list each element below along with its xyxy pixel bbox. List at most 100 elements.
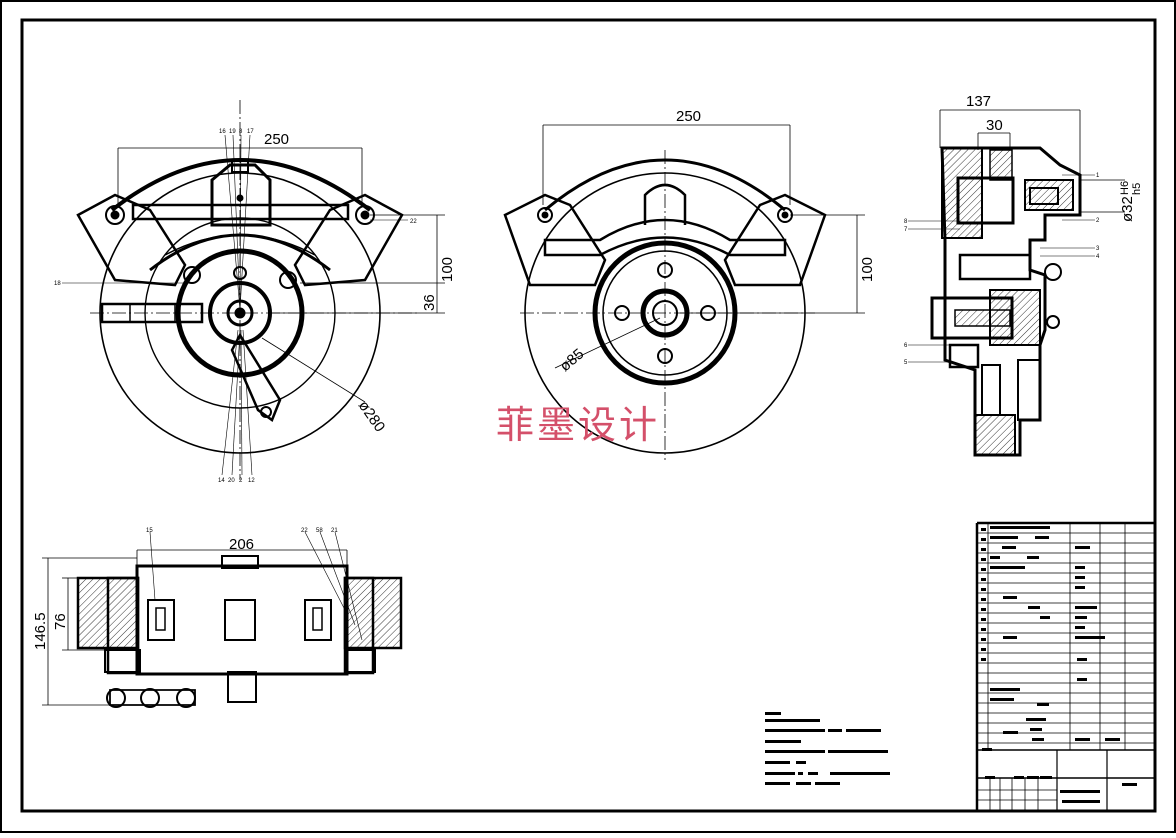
illegible-text	[1003, 636, 1017, 639]
rear-view	[503, 124, 865, 460]
illegible-text	[981, 588, 986, 591]
part-label: 6	[904, 343, 908, 349]
illegible-text	[990, 536, 1018, 539]
front-top-labels: 16 19 8 17	[219, 129, 254, 135]
illegible-text	[1075, 586, 1085, 589]
part-label: 2	[239, 478, 243, 484]
illegible-text	[990, 526, 1050, 529]
section-view	[908, 109, 1125, 457]
illegible-text	[1105, 738, 1120, 741]
part-label-left: 18	[54, 281, 61, 287]
illegible-text	[982, 748, 992, 751]
part-label: 16	[219, 129, 226, 135]
part-label: 21	[331, 528, 338, 534]
front-height-dim: 100	[439, 257, 456, 282]
illegible-text	[1077, 678, 1087, 681]
illegible-text	[981, 618, 986, 621]
illegible-text	[1075, 606, 1097, 609]
part-label: 4	[1096, 254, 1100, 260]
part-label: 17	[247, 129, 254, 135]
section-fit-dim: ø32	[1119, 196, 1136, 222]
part-label: 8	[239, 129, 243, 135]
section-inner-dim: 30	[986, 117, 1003, 134]
illegible-text	[990, 556, 1000, 559]
part-label: 2	[1096, 218, 1100, 224]
front-view	[62, 100, 445, 480]
illegible-text	[981, 638, 986, 641]
part-label: 19	[229, 129, 236, 135]
part-label: 1	[1096, 173, 1100, 179]
illegible-text	[1027, 556, 1039, 559]
illegible-text	[1002, 546, 1016, 549]
part-label: 5	[904, 360, 908, 366]
illegible-text	[981, 648, 986, 651]
illegible-text	[1032, 738, 1044, 741]
illegible-text	[985, 776, 995, 779]
illegible-text	[1027, 776, 1039, 779]
illegible-text	[1040, 776, 1052, 779]
illegible-text	[1075, 636, 1105, 639]
illegible-text	[981, 658, 986, 661]
part-label-right: 22	[410, 219, 417, 225]
illegible-text	[981, 598, 986, 601]
front-diameter-dim: ø280	[355, 398, 389, 436]
part-label: 14	[218, 478, 225, 484]
illegible-text	[1075, 576, 1085, 579]
technical-notes	[765, 712, 890, 785]
illegible-text	[981, 538, 986, 541]
illegible-text	[1003, 596, 1017, 599]
section-fit-lower: h5	[1131, 183, 1143, 195]
illegible-text	[1028, 606, 1040, 609]
top-view	[42, 531, 403, 708]
top-width-dim: 206	[229, 536, 254, 553]
illegible-text	[990, 688, 1020, 691]
illegible-text	[1075, 546, 1090, 549]
front-bottom-labels: 14 20 2 12	[218, 478, 255, 484]
top-height-outer-dim: 146.5	[32, 612, 49, 650]
title-block	[975, 521, 1155, 810]
illegible-text	[1122, 783, 1137, 786]
part-label: 22	[301, 528, 308, 534]
part-label: 3	[1096, 246, 1100, 252]
illegible-text	[981, 628, 986, 631]
illegible-text	[1062, 800, 1100, 803]
illegible-text	[1075, 616, 1087, 619]
illegible-text	[1003, 731, 1018, 734]
part-label: 12	[248, 478, 255, 484]
illegible-text	[981, 578, 986, 581]
section-labels: 1 2 3 4 8 7 6 5	[904, 173, 1100, 366]
top-view-labels: 15 22 58 21	[146, 528, 338, 534]
front-width-dim: 250	[264, 131, 289, 148]
illegible-text	[1040, 616, 1050, 619]
illegible-text	[1030, 728, 1042, 731]
section-fit-upper: H6	[1119, 181, 1131, 195]
part-label: 8	[904, 219, 908, 225]
illegible-text	[1060, 790, 1100, 793]
part-label: 7	[904, 227, 908, 233]
illegible-text	[990, 698, 1014, 701]
illegible-text	[981, 558, 986, 561]
illegible-text	[1035, 536, 1049, 539]
inner-frame	[20, 18, 1157, 813]
watermark: 菲墨设计	[496, 403, 660, 447]
illegible-text	[1026, 718, 1046, 721]
illegible-text	[1077, 658, 1087, 661]
rear-height-dim: 100	[859, 257, 876, 282]
illegible-text	[1075, 738, 1090, 741]
part-label: 58	[316, 528, 323, 534]
rear-width-dim: 250	[676, 108, 701, 125]
illegible-text	[990, 566, 1025, 569]
illegible-text	[1037, 703, 1049, 706]
front-offset-dim: 36	[421, 294, 438, 311]
top-height-inner-dim: 76	[52, 613, 69, 630]
illegible-text	[981, 568, 986, 571]
illegible-text	[981, 608, 986, 611]
illegible-text	[981, 548, 986, 551]
rear-diameter-dim: ø85	[557, 345, 588, 375]
part-label: 15	[146, 528, 153, 534]
illegible-text	[981, 528, 986, 531]
illegible-text	[1075, 566, 1085, 569]
